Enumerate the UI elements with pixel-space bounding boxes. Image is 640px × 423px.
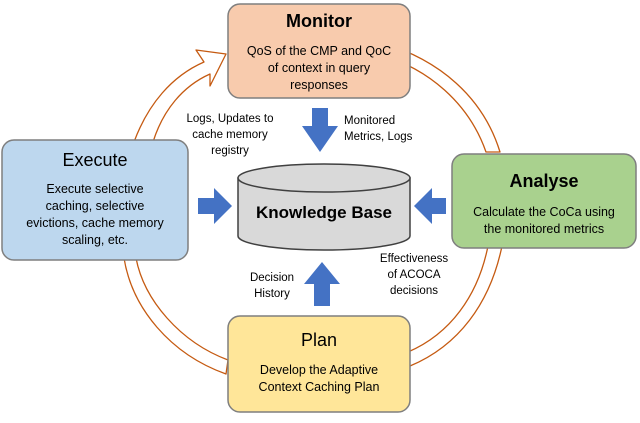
- label-decision-history-1: Decision: [250, 272, 294, 284]
- arrow-plan-to-kb: [304, 262, 340, 306]
- arrow-execute-to-kb: [198, 188, 232, 224]
- plan-desc-line-2: Context Caching Plan: [259, 380, 380, 394]
- execute-title: Execute: [62, 150, 127, 170]
- label-effectiveness-1: Effectiveness: [380, 253, 448, 265]
- knowledge-base-label: Knowledge Base: [256, 203, 392, 222]
- execute-desc-line-3: evictions, cache memory: [26, 216, 164, 230]
- flow-labels: Monitored Metrics, Logs Logs, Updates to…: [187, 113, 449, 300]
- plan-title: Plan: [301, 330, 337, 350]
- plan-box-bg: [227, 315, 411, 413]
- arrow-analyse-to-kb: [414, 188, 446, 224]
- flow-arrows: [198, 108, 446, 306]
- plan-desc-line-1: Develop the Adaptive: [260, 363, 378, 377]
- execute-desc-line-2: caching, selective: [46, 199, 145, 213]
- label-monitored-metrics-1: Monitored: [344, 115, 395, 127]
- arrow-monitor-to-kb: [302, 108, 338, 152]
- monitor-desc-line-2: of context in query: [268, 61, 371, 75]
- analyse-desc-line-1: Calculate the CoCa using: [473, 205, 615, 219]
- cycle-arrow-plan-to-execute: [123, 257, 229, 375]
- label-effectiveness-3: decisions: [390, 285, 438, 297]
- analyse-title: Analyse: [509, 171, 578, 191]
- execute-desc-line-1: Execute selective: [46, 182, 143, 196]
- label-effectiveness-2: of ACOCA: [387, 269, 440, 281]
- monitor-title: Monitor: [286, 11, 352, 31]
- plan-box: Plan Develop the Adaptive Context Cachin…: [227, 315, 411, 413]
- knowledge-base-top: [237, 163, 411, 193]
- monitor-desc-line-1: QoS of the CMP and QoC: [247, 44, 391, 58]
- label-logs-updates-1: Logs, Updates to: [187, 113, 274, 125]
- analyse-box-bg: [451, 153, 637, 249]
- monitor-box-bg: [227, 3, 411, 99]
- execute-box-bg: [1, 139, 189, 261]
- analyse-box: Analyse Calculate the CoCa using the mon…: [451, 153, 637, 249]
- label-logs-updates-3: registry: [211, 145, 249, 157]
- label-decision-history-2: History: [254, 288, 290, 300]
- monitor-desc-line-3: responses: [290, 78, 348, 92]
- knowledge-base-cylinder: Knowledge Base: [237, 163, 411, 251]
- cycle-arrow-execute-to-monitor: [133, 49, 227, 143]
- label-monitored-metrics-2: Metrics, Logs: [344, 131, 413, 143]
- label-logs-updates-2: cache memory: [192, 129, 268, 141]
- execute-desc-line-4: scaling, etc.: [62, 233, 128, 247]
- analyse-desc-line-2: the monitored metrics: [484, 222, 604, 236]
- monitor-box: Monitor QoS of the CMP and QoC of contex…: [227, 3, 411, 99]
- execute-box: Execute Execute selective caching, selec…: [1, 139, 189, 261]
- knowledge-base-body: [237, 177, 411, 251]
